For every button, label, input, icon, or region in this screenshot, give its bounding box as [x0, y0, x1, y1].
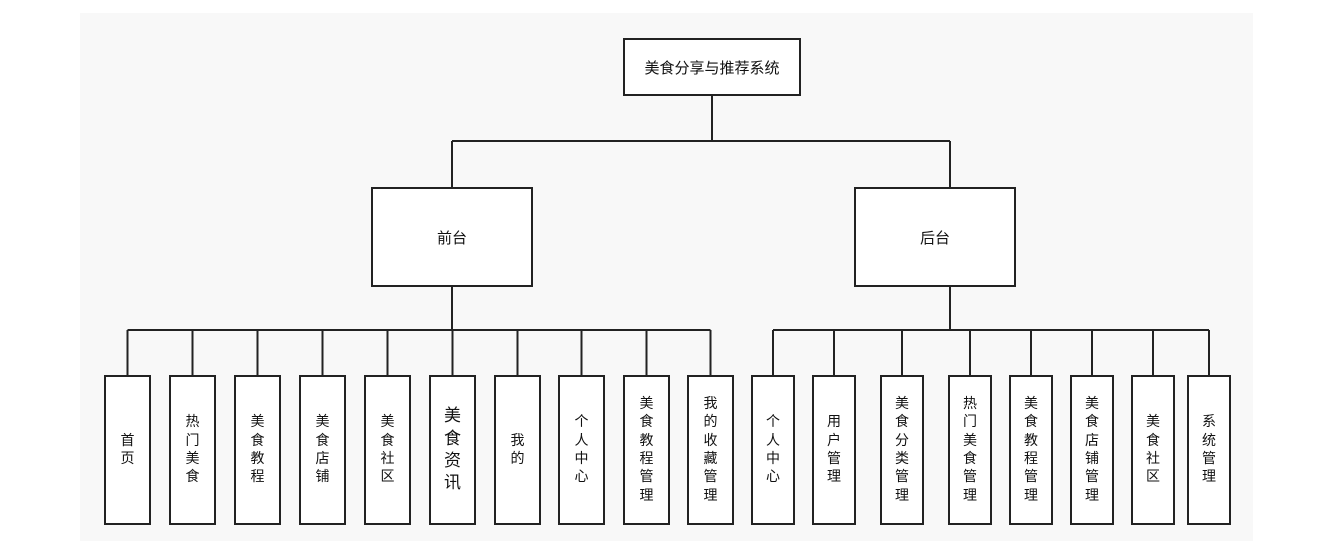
leaf-label: 美食店铺管理 [1085, 395, 1099, 504]
root-label: 美食分享与推荐系统 [644, 58, 780, 77]
front-leaf: 我的收藏管理 [687, 375, 734, 525]
front-branch-lines [126, 329, 712, 375]
back-branch-lines [772, 329, 1210, 375]
leaf-label: 美食资讯 [444, 406, 461, 494]
leaf-label: 美食教程 [250, 414, 265, 486]
leaf-label: 我的收藏管理 [703, 395, 718, 504]
leaf-label: 美食社区 [380, 414, 395, 486]
back-leaf: 热门美食管理 [948, 375, 992, 525]
leaf-label: 个人中心 [766, 414, 780, 486]
front-leaf: 美食社区 [364, 375, 411, 525]
front-leaf: 首页 [104, 375, 151, 525]
front-leaf: 美食资讯 [429, 375, 476, 525]
leaf-label: 热门美食 [185, 414, 200, 486]
leaf-label: 系统管理 [1202, 414, 1216, 486]
back-leaf: 美食店铺管理 [1070, 375, 1114, 525]
leaf-label: 美食教程管理 [1024, 395, 1038, 504]
leaf-label: 美食分类管理 [895, 395, 909, 504]
front-leaf: 美食教程 [234, 375, 281, 525]
front-leaf: 个人中心 [558, 375, 605, 525]
back-leaf: 用户管理 [812, 375, 856, 525]
front-leaf: 美食教程管理 [623, 375, 670, 525]
back-leaf: 美食分类管理 [880, 375, 924, 525]
leaf-label: 美食教程管理 [639, 395, 654, 504]
back-leaf: 美食教程管理 [1009, 375, 1053, 525]
back-leaf: 系统管理 [1187, 375, 1231, 525]
back-node: 后台 [854, 187, 1016, 287]
leaf-label: 美食店铺 [315, 414, 330, 486]
leaf-label: 热门美食管理 [963, 395, 977, 504]
back-leaf: 美食社区 [1131, 375, 1175, 525]
front-node: 前台 [371, 187, 533, 287]
back-leaf: 个人中心 [751, 375, 795, 525]
front-leaf: 我的 [494, 375, 541, 525]
front-leaf: 美食店铺 [299, 375, 346, 525]
leaf-label: 美食社区 [1146, 414, 1160, 486]
leaf-label: 首页 [120, 432, 135, 467]
leaf-label: 我的 [510, 432, 525, 467]
front-label: 前台 [436, 228, 467, 247]
root-node: 美食分享与推荐系统 [623, 38, 801, 96]
back-label: 后台 [919, 228, 950, 247]
leaf-label: 用户管理 [827, 414, 841, 486]
leaf-label: 个人中心 [574, 414, 589, 486]
front-leaf: 热门美食 [169, 375, 216, 525]
